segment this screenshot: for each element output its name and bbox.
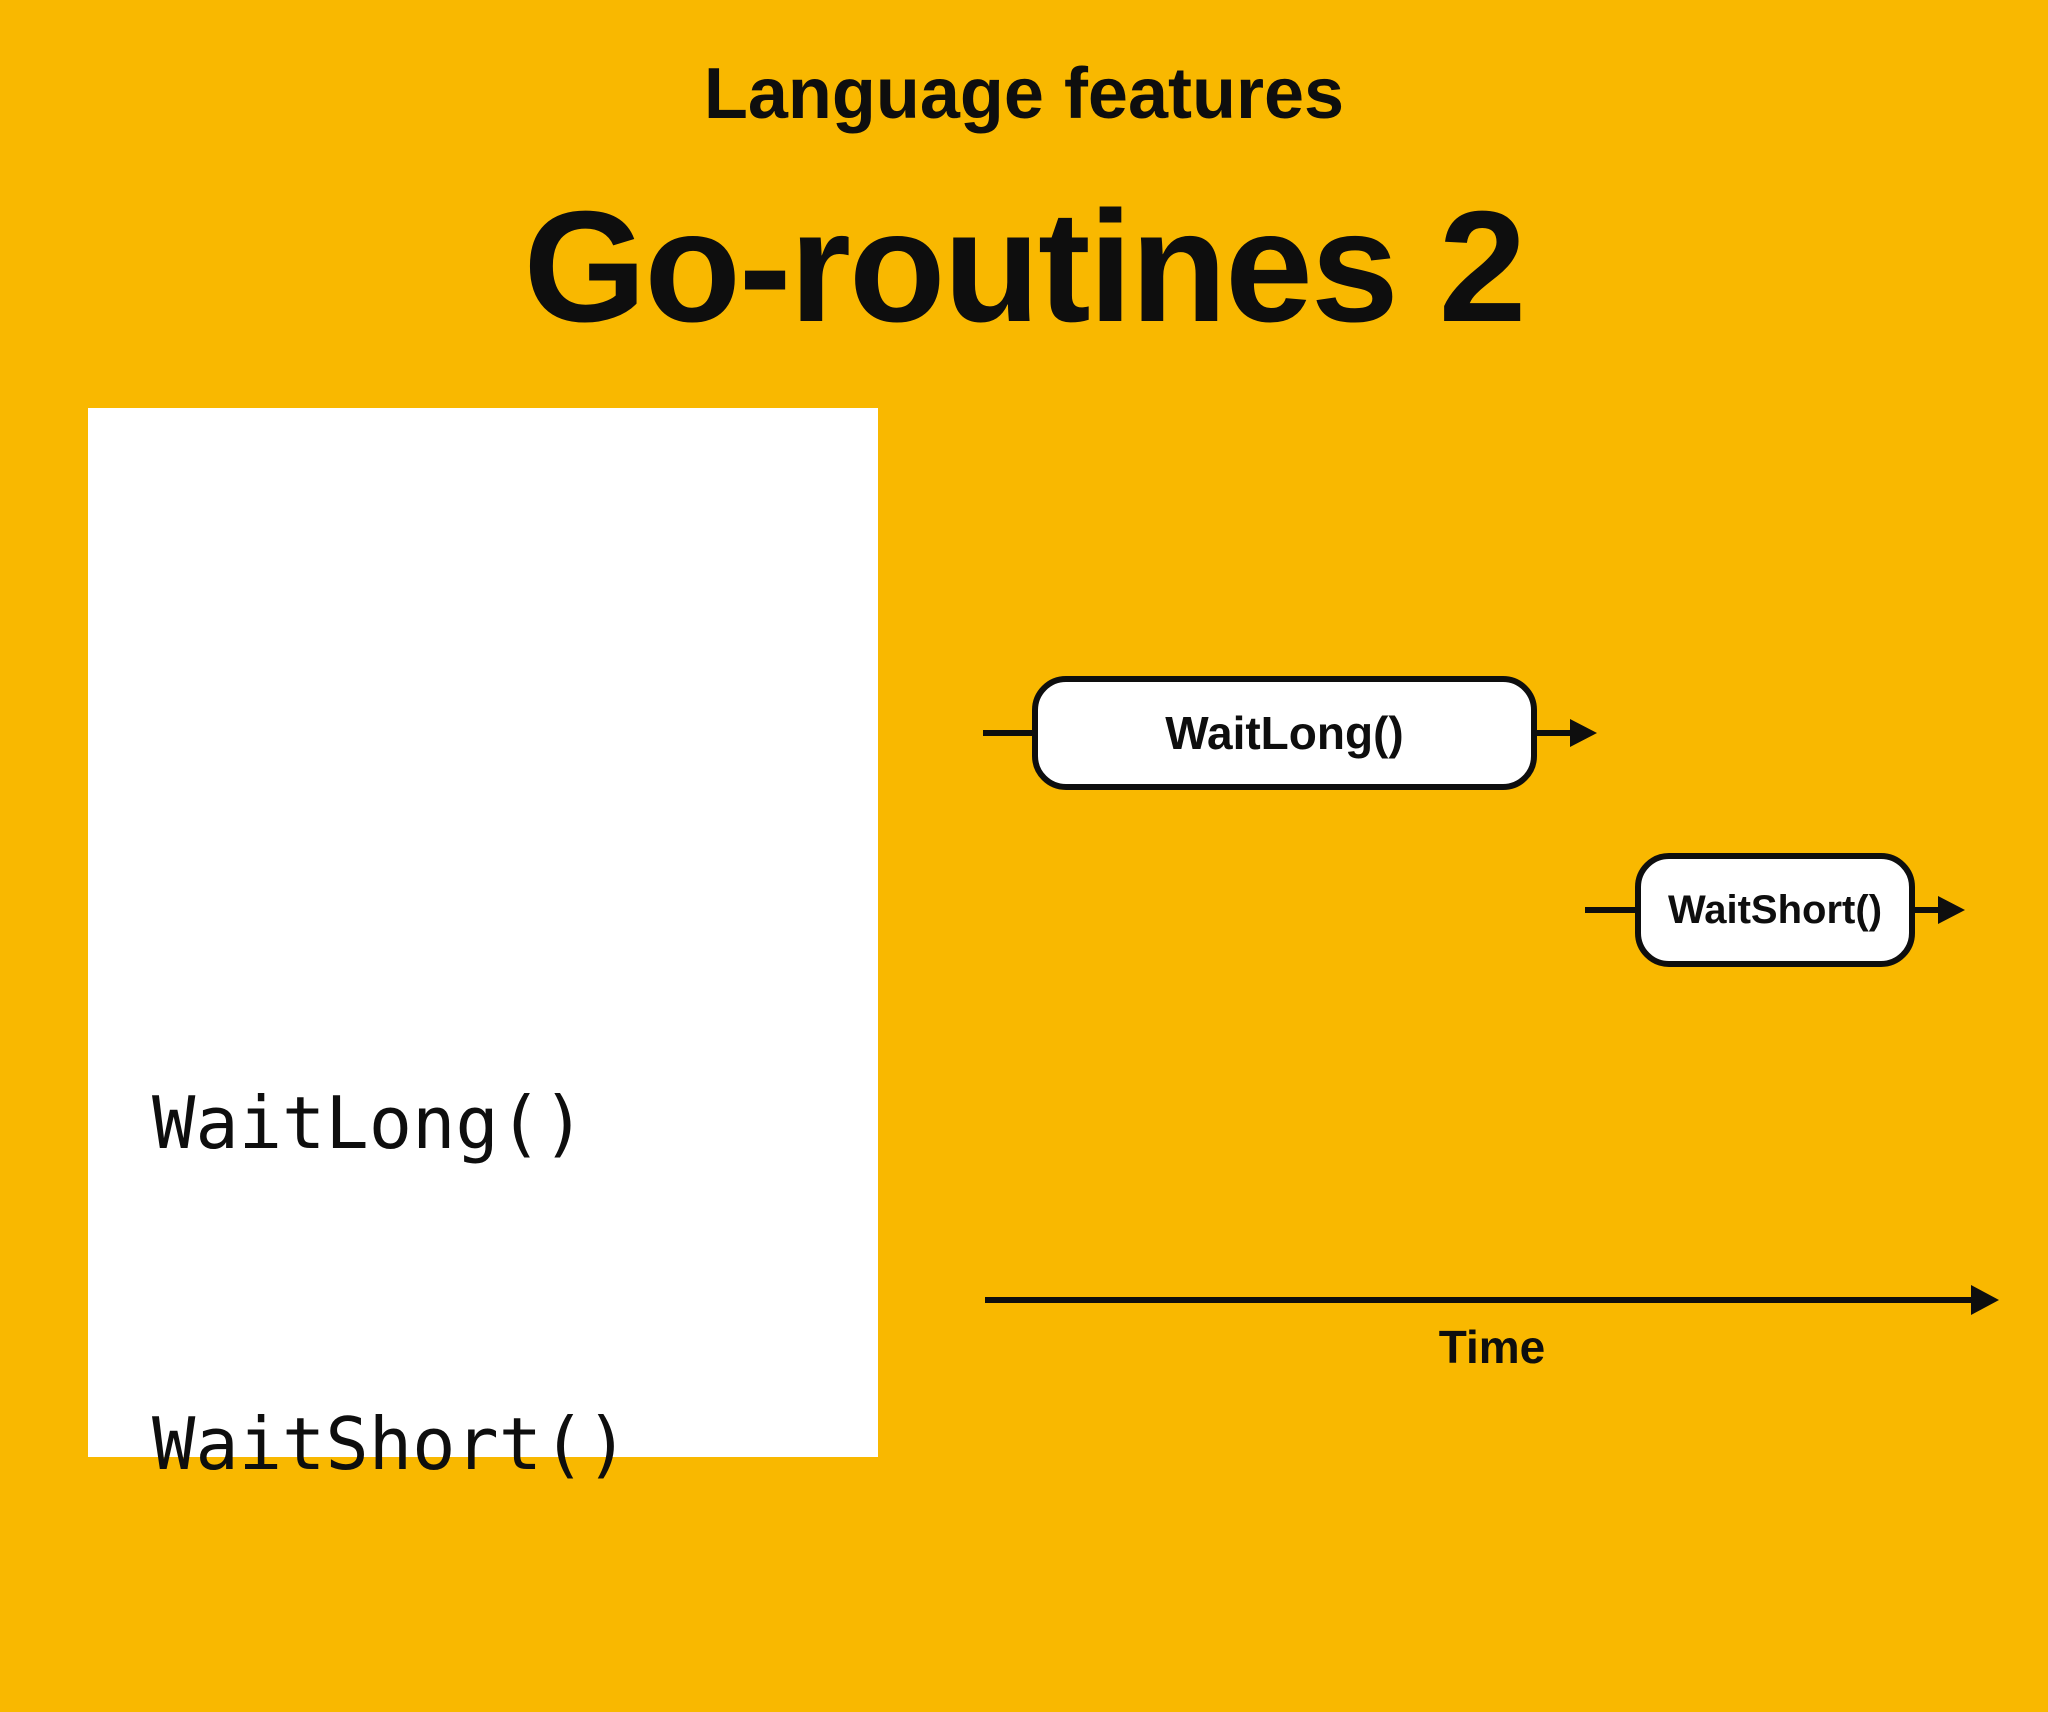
waitshort-outgoing-line [1915,907,1940,913]
waitlong-outgoing-line [1537,730,1572,736]
slide-title: Go-routines 2 [523,179,1526,355]
code-line-waitlong: WaitLong() [152,1081,586,1165]
slide-subtitle: Language features [703,54,1345,134]
waitlong-incoming-line [983,730,1032,736]
waitshort-box: WaitShort() [1635,853,1915,967]
waitlong-arrowhead-icon [1570,719,1597,747]
code-block: WaitLong() WaitShort() [152,856,629,1712]
waitshort-incoming-line [1585,907,1635,913]
waitlong-box: WaitLong() [1032,676,1537,790]
waitlong-box-label: WaitLong() [1165,707,1404,759]
time-axis-arrowhead-icon [1971,1285,1999,1315]
waitshort-arrowhead-icon [1938,896,1965,924]
code-panel: WaitLong() WaitShort() [88,408,878,1486]
code-line-waitshort: WaitShort() [152,1402,629,1486]
time-axis-line [985,1297,1973,1303]
time-axis-label: Time [1438,1321,1546,1373]
waitshort-box-label: WaitShort() [1667,887,1883,932]
slide: Language features Go-routines 2 WaitLong… [88,54,1999,1486]
